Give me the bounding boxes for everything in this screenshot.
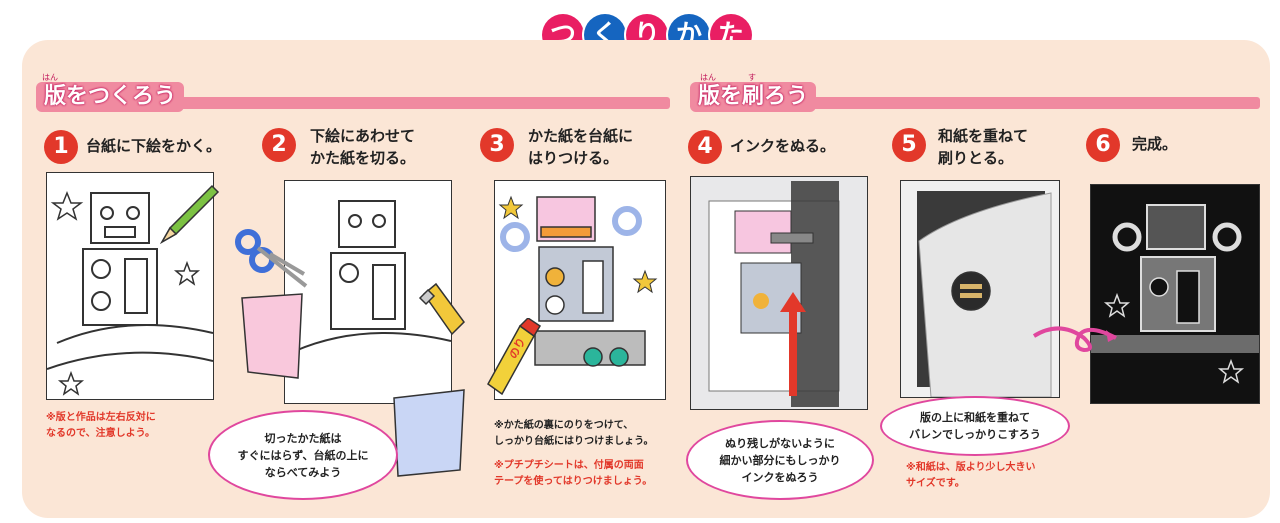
- step4-tip-line1: ぬり残しがないように: [725, 436, 835, 450]
- step-number-5: 5: [892, 128, 926, 162]
- step5-note-line1: ※和紙は、版より少し大きい: [906, 462, 1036, 473]
- robot-drawing-icon: [294, 200, 451, 352]
- step-text-3-line2: はりつける。: [528, 149, 619, 167]
- step4-tip-bubble: ぬり残しがないように 細かい部分にもしっかり インクをぬろう: [686, 420, 874, 500]
- step3-note-line1: ※かた紙の裏にのりをつけて、: [494, 420, 634, 431]
- step5-note-line2: サイズです。: [906, 478, 965, 489]
- step-text-3-line1: かた紙を台紙に: [528, 127, 634, 145]
- step-text-2-line1: 下絵にあわせて: [310, 127, 416, 145]
- scissors-icon: [235, 229, 308, 288]
- step3-note-line4: テープを使ってはりつけましょう。: [494, 476, 653, 487]
- step4-tip-line2: 細かい部分にもしっかり: [719, 453, 841, 467]
- step-number-1: 1: [44, 130, 78, 164]
- glue-stick-icon: [487, 318, 542, 396]
- section-bar-print: [690, 97, 1260, 109]
- step1-note-line2: なるので、注意しよう。: [46, 428, 155, 439]
- ruby-su: す: [748, 73, 756, 82]
- robot-drawing-icon: [47, 190, 213, 396]
- ink-roller-scene: [708, 181, 840, 407]
- section-bar-make: [36, 97, 670, 109]
- arrow-up-icon: [780, 292, 806, 396]
- step4-ink-board: [690, 176, 868, 410]
- step1-note-line1: ※版と作品は左右反対に: [46, 412, 156, 423]
- step-number-4: 4: [688, 130, 722, 164]
- step3-collage-board: [494, 180, 666, 400]
- step-text-6: 完成。: [1132, 135, 1178, 153]
- step5-tip-line2: バレンでしっかりこすろう: [909, 428, 1041, 441]
- robot-collage-icon: [498, 195, 658, 367]
- step2-tip-bubble: 切ったかた紙は すぐにはらず、台紙の上に ならべてみよう: [208, 410, 398, 500]
- step1-drawing-board: [46, 172, 214, 400]
- pink-cutout-shape: [241, 293, 303, 379]
- step-number-6: 6: [1086, 128, 1120, 162]
- step5-tip-line1: 版の上に和紙を重ねて: [920, 411, 1030, 424]
- step-number-2: 2: [262, 128, 296, 162]
- step6-finished-print: [1090, 184, 1260, 404]
- section-title-print-plate: 版を刷ろう: [690, 82, 817, 112]
- swirl-arrow-icon: [1032, 326, 1117, 353]
- pencil-icon: [159, 184, 220, 245]
- finished-robot-print-icon: [1091, 204, 1259, 384]
- step-number-3: 3: [480, 128, 514, 162]
- step2-drawing-board: [284, 180, 452, 404]
- step-text-1: 台紙に下絵をかく。: [86, 137, 222, 155]
- step-text-4: インクをぬる。: [730, 137, 836, 155]
- step2-tip-line1: 切ったかた紙は: [264, 431, 342, 445]
- baren-icon: [951, 271, 991, 311]
- step-text-5-line2: 刷りとる。: [938, 149, 1014, 167]
- ruby-han-1: はん: [42, 73, 58, 82]
- step2-tip-line3: ならべてみよう: [264, 465, 342, 479]
- cutter-icon: [418, 282, 465, 336]
- section-title-make-plate: 版をつくろう: [36, 82, 185, 112]
- blue-cutout-shape: [393, 389, 465, 477]
- ruby-han-2: はん: [700, 73, 716, 82]
- step-text-5-line1: 和紙を重ねて: [938, 127, 1029, 145]
- step3-note-line3: ※プチプチシートは、付属の両面: [494, 460, 644, 471]
- step3-note-line2: しっかり台紙にはりつけましょう。: [494, 436, 654, 447]
- step2-tip-line2: すぐにはらず、台紙の上に: [237, 448, 369, 462]
- step5-tip-bubble: 版の上に和紙を重ねて バレンでしっかりこすろう: [880, 396, 1070, 456]
- step4-tip-line3: インクをぬろう: [741, 470, 819, 484]
- step-text-2-line2: かた紙を切る。: [310, 149, 416, 167]
